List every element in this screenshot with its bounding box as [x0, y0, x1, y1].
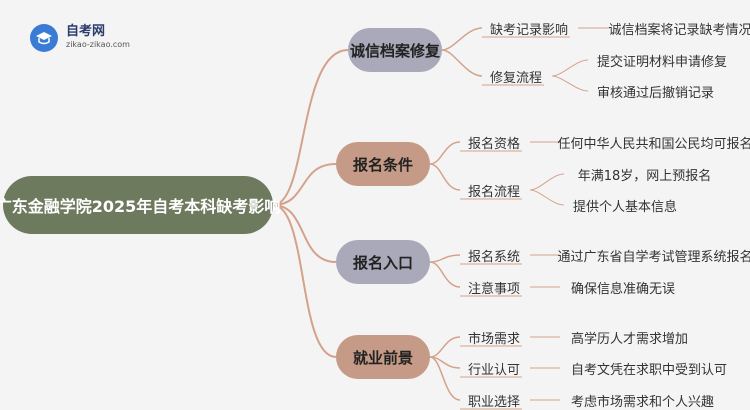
category-label: 职业选择 — [467, 394, 520, 410]
connector-line — [429, 163, 461, 191]
category-label: 注意事项 — [467, 281, 520, 297]
category-label: 修复流程 — [489, 70, 542, 86]
detail-text: 考虑市场需求和个人兴趣 — [570, 394, 714, 410]
connector-line — [272, 204, 337, 358]
category-label: 缺考记录影响 — [489, 22, 568, 38]
connector-line — [441, 27, 483, 51]
detail-text: 提交证明材料申请修复 — [596, 54, 727, 70]
detail-text: 诚信档案将记录缺考情况 — [608, 22, 750, 38]
connector-line — [429, 141, 461, 165]
connector-line — [441, 49, 483, 77]
category-label: 报名系统 — [467, 249, 520, 265]
connector-line — [272, 163, 337, 206]
logo-url: zikao-zikao.com — [66, 40, 130, 49]
detail-text: 任何中华人民共和国公民均可报名 — [557, 136, 750, 152]
detail-text: 年满18岁，网上预报名 — [577, 168, 712, 184]
category-label: 行业认可 — [467, 362, 520, 378]
detail-text: 提供个人基本信息 — [572, 199, 677, 215]
detail-text: 自考文凭在求职中受到认可 — [570, 362, 727, 378]
detail-text: 通过广东省自学考试管理系统报名 — [557, 249, 750, 265]
branch-node-2: 报名条件 — [336, 142, 430, 186]
connector-line — [551, 59, 589, 77]
root-topic: 广东金融学院2025年自考本科缺考影响 — [0, 176, 280, 234]
connector-line — [272, 49, 349, 206]
connector-line — [429, 254, 461, 263]
branch-node-1: 诚信档案修复 — [348, 28, 442, 72]
category-label: 市场需求 — [467, 331, 520, 347]
detail-text: 审核通过后撤销记录 — [596, 85, 714, 101]
graduation-cap-icon — [30, 24, 58, 52]
connector-line — [429, 356, 461, 401]
site-logo[interactable]: 自考网 zikao-zikao.com — [30, 18, 150, 58]
connector-line — [429, 261, 461, 288]
connector-line — [529, 189, 565, 206]
detail-text: 确保信息准确无误 — [570, 281, 675, 297]
category-label: 报名流程 — [467, 184, 520, 200]
connector-line — [272, 204, 337, 263]
branch-node-4: 就业前景 — [336, 335, 430, 379]
category-label: 报名资格 — [467, 136, 520, 152]
branch-node-3: 报名入口 — [336, 240, 430, 284]
connector-line — [551, 75, 589, 92]
logo-name: 自考网 — [66, 24, 106, 39]
connector-line — [529, 173, 565, 191]
detail-text: 高学历人才需求增加 — [570, 331, 688, 347]
connector-line — [429, 336, 461, 358]
